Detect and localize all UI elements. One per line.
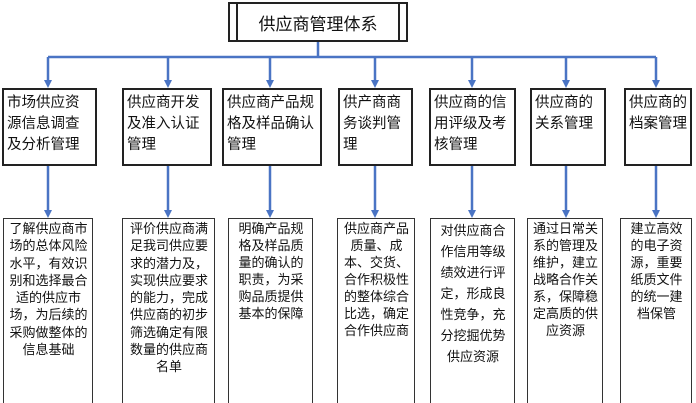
description-text: 对供应商合作信用等级绩效进行评定，形成良性竞争，充分挖掘优势供应资源: [440, 224, 506, 365]
description-text: 建立高效的电子资源，重要纸质文件的统一建档保管: [630, 222, 683, 322]
category-box-product-spec: 供应商产品规格及样品确认管理: [222, 88, 322, 166]
description-text: 评价供应商满足我司供应要求的潜力及，实现供应要求的能力，完成供应商的初步筛选确定…: [129, 222, 208, 376]
category-label: 供产商商务谈判管理: [343, 95, 401, 153]
category-label: 供应商产品规格及样品确认管理: [227, 95, 314, 153]
category-label: 市场供应资源信息调查及分析管理: [7, 95, 80, 153]
description-supplier-development: 评价供应商满足我司供应要求的潜力及，实现供应要求的能力，完成供应商的初步筛选确定…: [122, 218, 215, 403]
category-label: 供应商的档案管理: [629, 95, 687, 132]
category-box-relationship: 供应商的关系管理: [530, 88, 606, 166]
category-box-archive: 供应商的档案管理: [624, 88, 692, 166]
category-box-credit-rating: 供应商的信用评级及考核管理: [429, 88, 516, 166]
description-market-research: 了解供应商市场的总体风险水平，有效识别和选择最合适的供应市场，为后续的采购做整体…: [3, 218, 93, 403]
category-box-market-research: 市场供应资源信息调查及分析管理: [2, 88, 97, 166]
description-archive: 建立高效的电子资源，重要纸质文件的统一建档保管: [620, 218, 692, 403]
category-box-supplier-development: 供应商开发及准入认证管理: [122, 88, 212, 166]
description-product-spec: 明确产品规格及样品质量的确认的职责，为采购品质提供基本的保障: [228, 218, 313, 403]
category-label: 供应商的关系管理: [535, 95, 593, 132]
description-text: 了解供应商市场的总体风险水平，有效识别和选择最合适的供应市场，为后续的采购做整体…: [9, 222, 88, 359]
description-negotiation: 供应商产品质量、成本、交货、合作积极性的整体综合比选，确定合作供应商: [337, 218, 415, 403]
title-box: 供应商管理体系: [228, 2, 408, 42]
description-relationship: 通过日常关系的管理及维护，建立战略合作关系，保障稳定高质的供应资源: [527, 218, 603, 403]
category-label: 供应商开发及准入认证管理: [127, 95, 200, 153]
description-credit-rating: 对供应商合作信用等级绩效进行评定，形成良性竞争，充分挖掘优势供应资源: [430, 218, 515, 403]
description-text: 供应商产品质量、成本、交货、合作积极性的整体综合比选，确定合作供应商: [343, 222, 409, 339]
description-text: 通过日常关系的管理及维护，建立战略合作关系，保障稳定高质的供应资源: [533, 222, 599, 339]
category-box-negotiation: 供产商商务谈判管理: [338, 88, 413, 166]
description-text: 明确产品规格及样品质量的确认的职责，为采购品质提供基本的保障: [238, 222, 304, 322]
page-title: 供应商管理体系: [236, 4, 400, 40]
category-label: 供应商的信用评级及考核管理: [434, 95, 507, 153]
